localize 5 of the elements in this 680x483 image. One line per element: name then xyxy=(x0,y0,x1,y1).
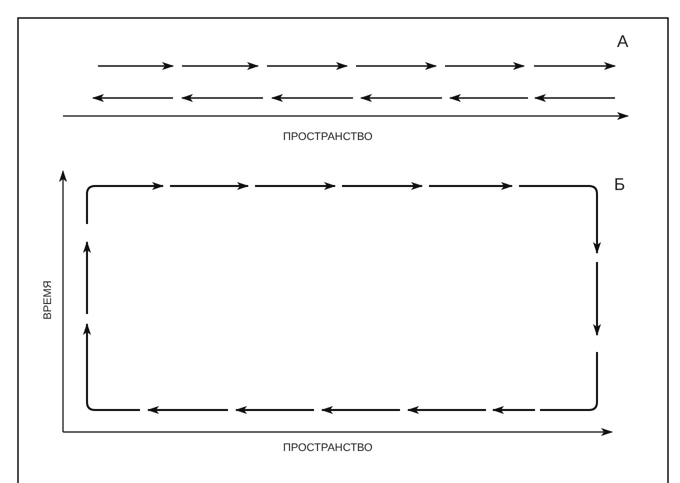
axis-label: ВРЕМЯ xyxy=(40,280,55,320)
panel-letter: А xyxy=(617,31,628,53)
axis-label: ПРОСТРАНСТВО xyxy=(283,441,373,456)
panel-letter: Б xyxy=(614,174,626,196)
axis-label: ПРОСТРАНСТВО xyxy=(283,130,373,145)
